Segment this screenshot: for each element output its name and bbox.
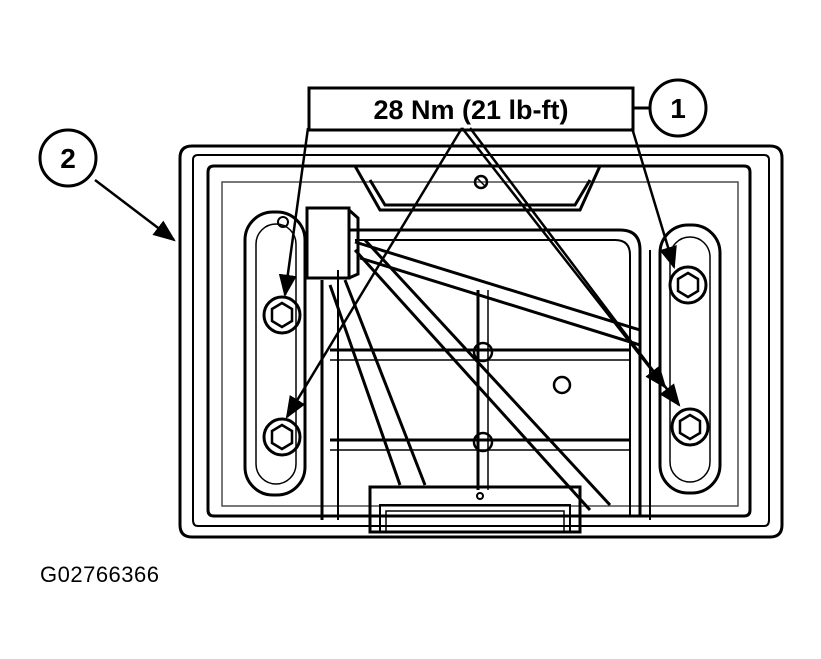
right-bolt-slot: [658, 223, 722, 495]
torque-spec-text: 28 Nm (21 lb-ft): [373, 95, 568, 125]
callout-2-text: 2: [60, 143, 76, 174]
bottom-connector: [368, 485, 582, 534]
inner-frame: [320, 228, 651, 520]
mounting-plate: [178, 144, 784, 539]
torque-label: 28 Nm (21 lb-ft): [307, 86, 635, 132]
bolt-lower-left: [262, 417, 302, 457]
bolt-lower-right: [670, 407, 710, 447]
callout-1-text: 1: [670, 93, 686, 124]
callout-2: 2: [38, 128, 176, 242]
diagonal-struts: [328, 238, 641, 512]
bracket-block: [305, 206, 360, 280]
bolt-upper-right: [668, 265, 708, 305]
top-recess: [353, 165, 602, 212]
left-bolt-slot: [243, 210, 307, 497]
callout-1: 1: [633, 78, 708, 138]
figure-id: G02766366: [40, 562, 160, 587]
bolt-upper-left: [262, 295, 302, 335]
torque-leader-lines: [278, 127, 681, 419]
